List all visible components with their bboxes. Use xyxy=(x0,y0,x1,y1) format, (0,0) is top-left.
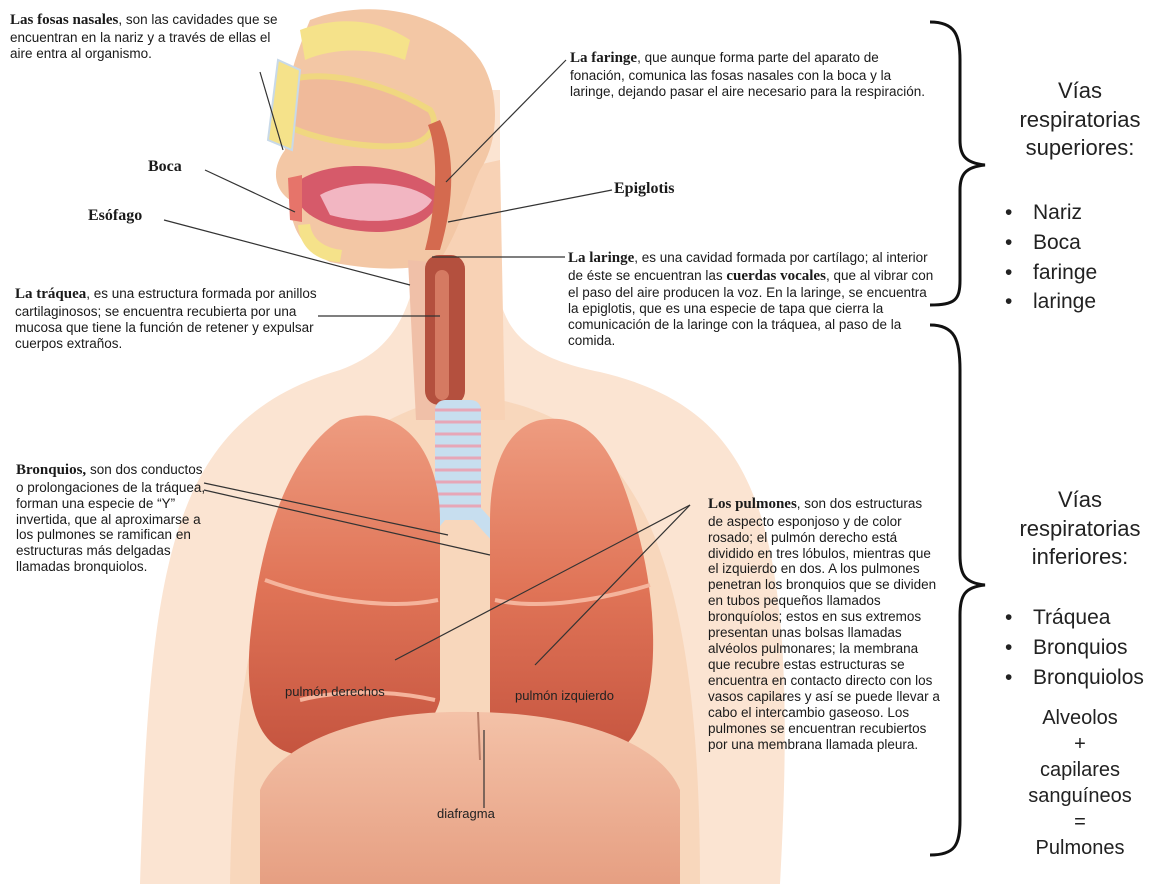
term-bronquios: Bronquios, xyxy=(16,462,86,478)
inferiores-title: Vías respiratorias inferiores: xyxy=(995,486,1165,572)
inferiores-list: Tráquea Bronquios Bronquiolos xyxy=(1005,603,1144,692)
superiores-list: Nariz Boca faringe laringe xyxy=(1005,198,1097,317)
formula-line: Alveolos xyxy=(995,705,1165,731)
superiores-title: Vías respiratorias superiores: xyxy=(995,77,1165,163)
label-epiglotis: Epiglotis xyxy=(614,180,674,198)
note-bronquios: Bronquios, son dos conductos o prolongac… xyxy=(16,462,212,575)
formula-line: capilares xyxy=(995,757,1165,783)
lips xyxy=(288,175,302,222)
diaphragm xyxy=(260,712,680,884)
term-cuerdas-vocales: cuerdas vocales xyxy=(726,268,826,284)
label-pulmon-derecho: pulmón derechos xyxy=(285,684,385,699)
larynx-highlight xyxy=(435,270,449,400)
list-item: Bronquiolos xyxy=(1005,663,1144,693)
formula-line: = xyxy=(995,809,1165,835)
pulmones-formula: Alveolos + capilares sanguíneos = Pulmon… xyxy=(995,705,1165,861)
label-esofago: Esófago xyxy=(88,207,142,225)
trachea-rings xyxy=(435,400,481,520)
term-faringe: La faringe xyxy=(570,50,637,66)
term-fosas-nasales: Las fosas nasales xyxy=(10,12,118,28)
label-pulmon-izquierdo: pulmón izquierdo xyxy=(515,688,614,703)
formula-line: + xyxy=(995,731,1165,757)
term-pulmones: Los pulmones xyxy=(708,496,797,512)
note-pulmones: Los pulmones, son dos estructuras de asp… xyxy=(708,496,940,753)
note-fosas-nasales: Las fosas nasales, son las cavidades que… xyxy=(10,12,280,62)
list-item: faringe xyxy=(1005,258,1097,288)
term-laringe: La laringe xyxy=(568,250,634,266)
inferiores-title-line: Vías xyxy=(995,486,1165,515)
list-item: Bronquios xyxy=(1005,633,1144,663)
list-item: Boca xyxy=(1005,228,1097,258)
text-bronquios: son dos conductos o prolongaciones de la… xyxy=(16,462,205,574)
list-item: Tráquea xyxy=(1005,603,1144,633)
inferiores-title-line: respiratorias xyxy=(995,515,1165,544)
note-faringe: La faringe, que aunque forma parte del a… xyxy=(570,50,932,100)
term-traquea: La tráquea xyxy=(15,286,86,302)
label-diafragma: diafragma xyxy=(437,806,495,821)
superiores-title-line: Vías xyxy=(995,77,1165,106)
label-boca: Boca xyxy=(148,158,182,176)
formula-line: sanguíneos xyxy=(995,783,1165,809)
formula-line: Pulmones xyxy=(995,835,1165,861)
text-pulmones: , son dos estructuras de aspecto esponjo… xyxy=(708,496,940,752)
inferiores-title-line: inferiores: xyxy=(995,543,1165,572)
superiores-title-line: respiratorias xyxy=(995,106,1165,135)
list-item: laringe xyxy=(1005,287,1097,317)
note-traquea: La tráquea, es una estructura formada po… xyxy=(15,286,320,351)
note-laringe: La laringe, es una cavidad formada por c… xyxy=(568,250,940,349)
list-item: Nariz xyxy=(1005,198,1097,228)
superiores-title-line: superiores: xyxy=(995,134,1165,163)
